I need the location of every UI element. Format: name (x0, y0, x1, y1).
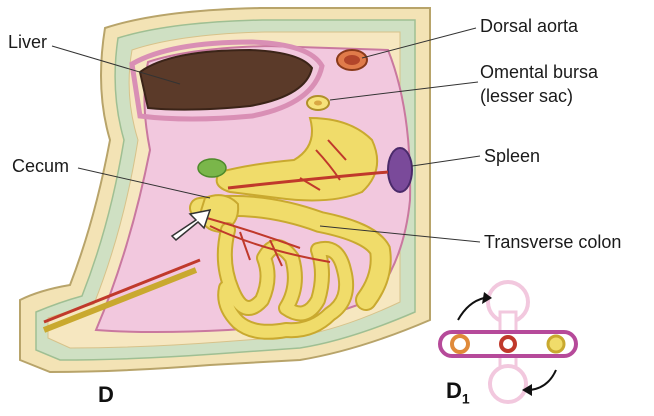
label-transverse-colon: Transverse colon (484, 232, 621, 253)
inset-arrow-right (530, 370, 556, 390)
inset-arrow-left (458, 298, 484, 320)
label-omental-bursa-sub: (lesser sac) (480, 86, 573, 107)
figure-label-d: D (98, 382, 114, 408)
spleen (388, 148, 412, 192)
inset-left-node (452, 336, 468, 352)
inset-center-node (501, 337, 515, 351)
dorsal-aorta-lumen (344, 55, 360, 65)
label-cecum: Cecum (12, 156, 69, 177)
inset-bottom-loop (490, 366, 526, 402)
inset-right-node (548, 336, 564, 352)
figure-label-d1: D1 (446, 378, 470, 406)
label-spleen: Spleen (484, 146, 540, 167)
label-dorsal-aorta: Dorsal aorta (480, 16, 578, 37)
gallbladder (198, 159, 226, 177)
label-liver: Liver (8, 32, 47, 53)
label-omental-bursa: Omental bursa (480, 62, 598, 83)
figure-label-d1-base: D (446, 378, 462, 403)
figure-label-d1-sub: 1 (462, 390, 470, 406)
